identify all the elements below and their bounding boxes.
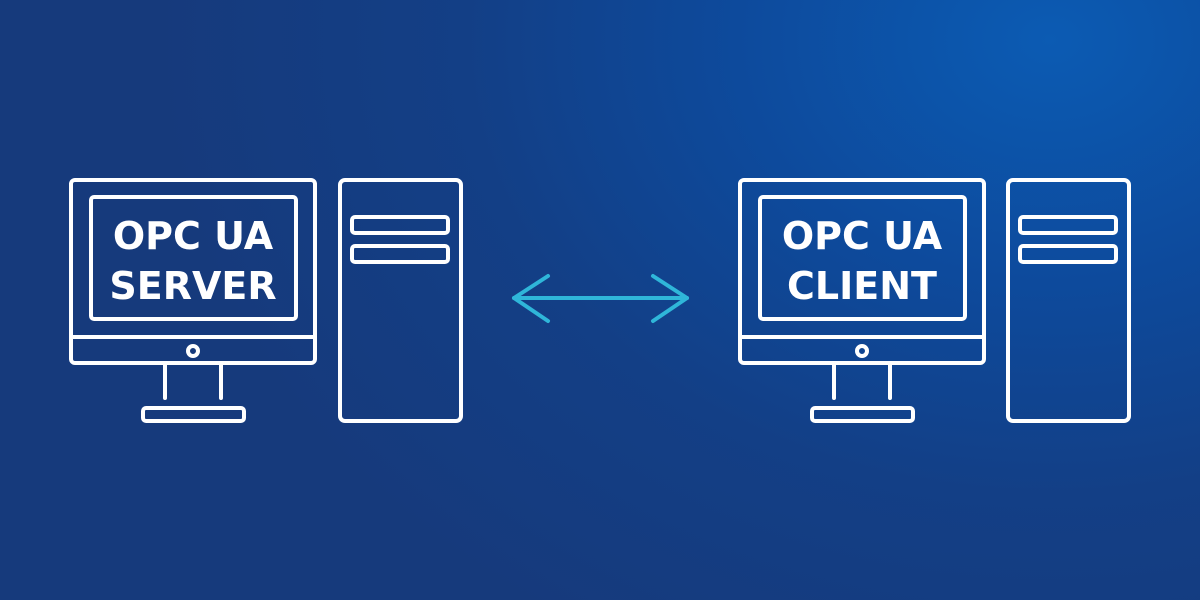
server-tower-drive-bay-1 [350,215,450,235]
client-screen [758,195,967,321]
server-label-line1: OPC UA [113,214,274,258]
bidirectional-arrow-icon [512,274,689,323]
client-label-line1: OPC UA [782,214,943,258]
server-tower-drive-bay-2 [350,244,450,264]
server-label-line2: SERVER [109,264,276,308]
server-monitor-frame [69,178,317,365]
server-power-icon [186,344,200,358]
client-tower [1006,178,1131,423]
server-screen [89,195,298,321]
client-workstation: OPC UA CLIENT [738,178,1131,423]
client-monitor: OPC UA CLIENT [738,178,986,423]
client-stand-base [810,406,915,423]
server-tower-case [338,178,463,423]
client-tower-case [1006,178,1131,423]
client-power-icon [855,344,869,358]
arrow-head-left [512,274,550,323]
arrow-head-right [651,274,689,323]
server-monitor: OPC UA SERVER [69,178,317,423]
server-workstation: OPC UA SERVER [69,178,463,423]
client-label-line2: CLIENT [787,264,937,308]
server-stand-base [141,406,246,423]
server-tower [338,178,463,423]
client-monitor-frame [738,178,986,365]
client-tower-drive-bay-2 [1018,244,1118,264]
client-tower-drive-bay-1 [1018,215,1118,235]
